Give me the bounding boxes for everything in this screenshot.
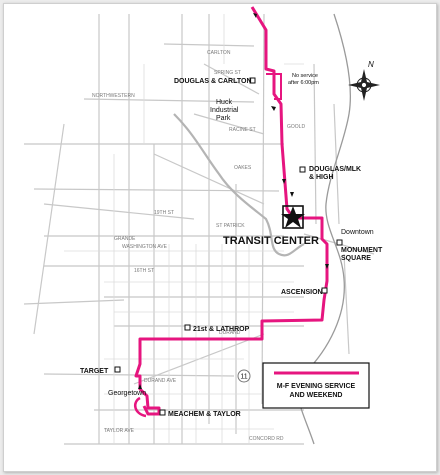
- stop-label-douglas-carlton: DOUGLAS & CARLTON: [174, 78, 252, 85]
- place-label-huck-3: Park: [216, 115, 231, 122]
- street-label: TAYLOR AVE: [104, 428, 135, 434]
- transit-center-marker: [282, 205, 304, 229]
- street-label: DURAND: [219, 330, 241, 336]
- arrow-icon: [271, 106, 276, 111]
- place-label-huck-2: Industrial: [210, 107, 239, 114]
- transit-center-star-icon: [281, 206, 305, 228]
- legend-label-2: AND WEEKEND: [290, 392, 343, 399]
- evening-route-line: [134, 6, 329, 416]
- no-service-loop: [266, 73, 282, 100]
- stop-label-transit-center: TRANSIT CENTER: [223, 235, 319, 247]
- arrow-icon: [282, 179, 286, 184]
- street-label: ST PATRICK: [216, 223, 245, 229]
- arrow-icon: [325, 264, 329, 269]
- street-grid: [23, 13, 375, 445]
- no-service-note: No service: [292, 73, 318, 79]
- stop-marker-icon: [321, 287, 328, 294]
- street-labels: NORTHWESTERN GRANDE WASHINGTON AVE 16TH …: [92, 50, 305, 442]
- street-label: 16TH ST: [134, 268, 154, 274]
- street-label: NORTHWESTERN: [92, 93, 135, 99]
- street-label: WASHINGTON AVE: [122, 244, 168, 250]
- stop-label-meachem-taylor: MEACHEM & TAYLOR: [168, 411, 241, 418]
- stop-label-target: TARGET: [80, 368, 109, 375]
- stop-label-douglas-mlk-2: & HIGH: [309, 174, 334, 181]
- street-label: SPRING ST: [214, 70, 241, 76]
- stop-marker-icon: [299, 166, 306, 173]
- street-label: GRANDE: [114, 236, 136, 242]
- stop-label-monument-2: SQUARE: [341, 255, 371, 262]
- route-map-frame: NORTHWESTERN GRANDE WASHINGTON AVE 16TH …: [3, 3, 437, 472]
- highway-11-shield: 11: [237, 369, 251, 383]
- legend-label: M-F EVENING SERVICE: [277, 383, 356, 390]
- stop-label-douglas-mlk: DOUGLAS/MLK: [309, 166, 361, 173]
- street-label: CARLTON: [207, 50, 231, 56]
- stop-marker-icon: [114, 366, 121, 373]
- stop-marker-icon: [159, 409, 166, 416]
- root-river: [173, 113, 305, 257]
- svg-text:11: 11: [240, 374, 247, 381]
- stop-label-ascension: ASCENSION: [281, 289, 323, 296]
- legend: M-F EVENING SERVICE AND WEEKEND: [262, 362, 370, 409]
- arrow-icon: [290, 192, 294, 197]
- place-label-huck: Huck: [216, 99, 232, 106]
- arrow-icon: [138, 384, 142, 389]
- minor-streets: [64, 14, 304, 444]
- stop-label-lathrop: 21st & LATHROP: [193, 326, 250, 333]
- compass-north-label: N: [368, 60, 374, 69]
- street-label: OAKES: [234, 165, 252, 171]
- street-label: CONCORD RD: [249, 436, 284, 442]
- compass-rose-icon: N: [348, 60, 380, 101]
- street-label: RACINE ST: [229, 127, 256, 133]
- direction-arrows: [138, 13, 329, 389]
- place-label-georgetown: Georgetown: [108, 390, 146, 397]
- arrow-icon: [253, 13, 257, 18]
- stop-markers: [114, 77, 343, 416]
- place-label-downtown: Downtown: [341, 229, 374, 236]
- street-label: 19TH ST: [154, 210, 174, 216]
- georgetown-loop: [133, 396, 147, 418]
- no-service-note-2: after 6:00pm: [288, 80, 319, 86]
- stop-label-monument: MONUMENT: [341, 247, 383, 254]
- stop-marker-icon: [336, 239, 343, 246]
- stop-marker-icon: [184, 324, 191, 331]
- street-label: DURAND AVE: [144, 378, 177, 384]
- stop-marker-icon: [249, 77, 256, 84]
- route-map: NORTHWESTERN GRANDE WASHINGTON AVE 16TH …: [23, 6, 383, 445]
- street-label: GOOLD: [287, 124, 305, 130]
